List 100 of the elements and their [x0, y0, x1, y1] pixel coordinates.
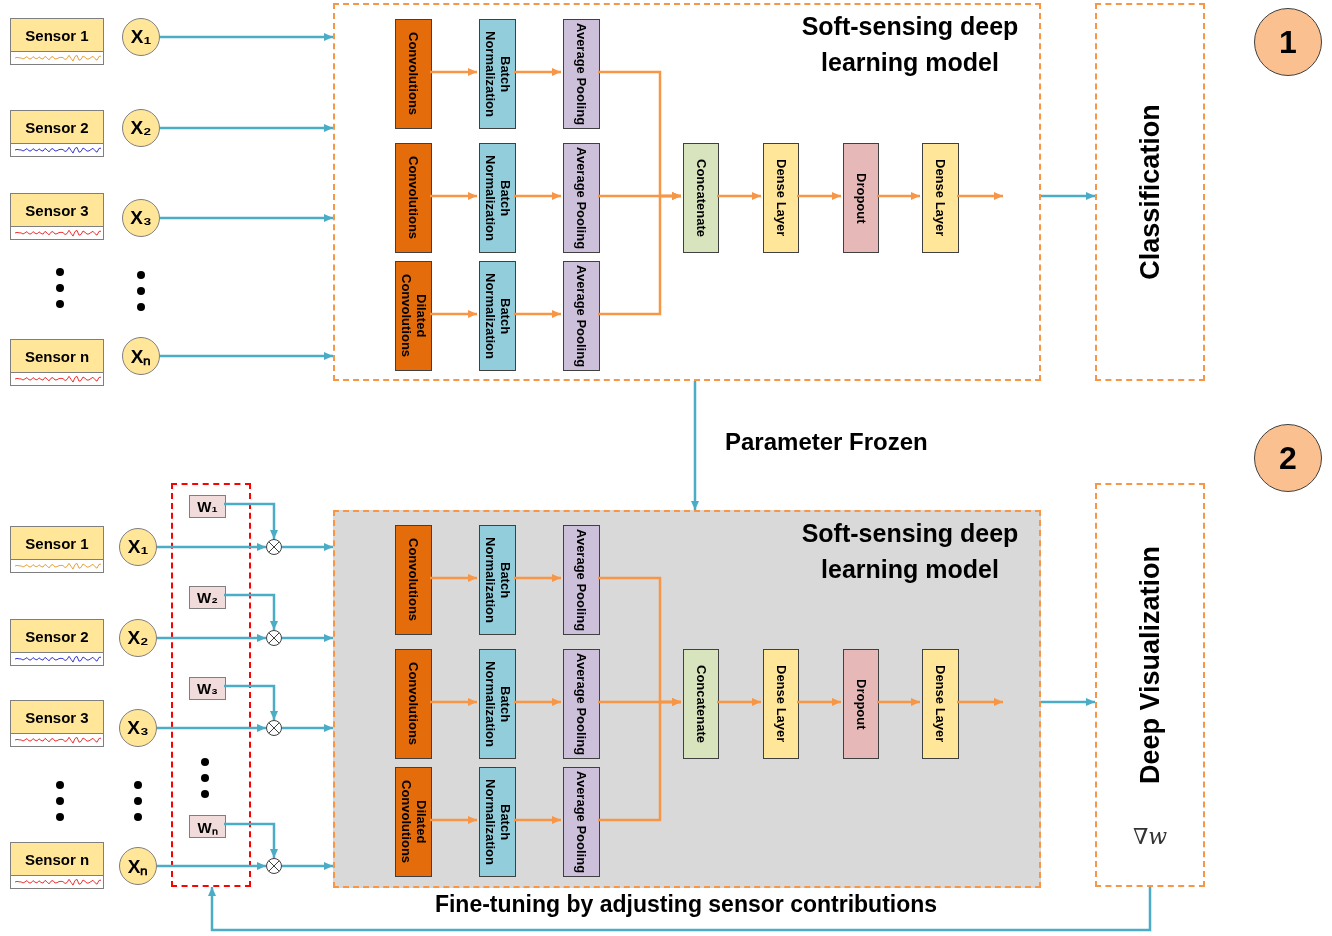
arrow [208, 887, 1152, 932]
arrow [157, 634, 266, 642]
layer-box: Batch Normalization [479, 261, 516, 371]
input-circle: Xₙ [119, 847, 157, 885]
weight-box: W₃ [189, 677, 226, 700]
arrow [282, 634, 333, 642]
layer-box: Batch Normalization [479, 649, 516, 759]
arrow [157, 724, 266, 732]
multiply-symbol [266, 720, 282, 736]
output-box [1095, 483, 1205, 887]
arrow [224, 593, 278, 630]
sensor-card [10, 110, 104, 157]
layer-box: Batch Normalization [479, 143, 516, 253]
layer-box: Average Pooling [563, 19, 600, 129]
multiply-symbol [266, 539, 282, 555]
input-circle: X₃ [122, 199, 160, 237]
arrow [160, 33, 333, 41]
output-box [1095, 3, 1205, 381]
sensor-label: Sensor n [23, 348, 91, 365]
formula-text: ∇w [1131, 824, 1169, 849]
sensor-label: Sensor n [23, 851, 91, 868]
arrow [514, 816, 561, 824]
layer-box: Dropout [843, 143, 879, 253]
sensor-card [10, 619, 104, 666]
step-number-circle: 2 [1254, 424, 1322, 492]
output-title: Deep Visualization [1134, 545, 1166, 785]
arrow [224, 822, 278, 858]
sensor-card [10, 193, 104, 240]
arrow [1041, 192, 1095, 200]
layer-box: Average Pooling [563, 143, 600, 253]
sensor-label: Sensor 2 [24, 119, 90, 136]
sensor-card [10, 842, 104, 889]
layer-box: Convolutions [395, 19, 432, 129]
arrow [282, 543, 333, 551]
arrow [514, 192, 561, 200]
sensor-label: Sensor 1 [24, 27, 90, 44]
arrow [1041, 698, 1095, 706]
layer-box: Dilated Convolutions [395, 261, 432, 371]
weight-box: W₂ [189, 586, 226, 609]
sensor-card [10, 526, 104, 573]
model-group-frame [333, 510, 1041, 888]
arrow [717, 698, 761, 706]
layer-box: Dense Layer [763, 143, 799, 253]
arrow [514, 698, 561, 706]
arrow [157, 543, 266, 551]
arrow [282, 862, 333, 870]
layer-box: Concatenate [683, 143, 719, 253]
arrow [224, 502, 278, 539]
layer-box: Batch Normalization [479, 767, 516, 877]
arrow [514, 574, 561, 582]
layer-box: Convolutions [395, 143, 432, 253]
sensor-label: Sensor 2 [24, 628, 90, 645]
layer-box: Average Pooling [563, 767, 600, 877]
arrow [877, 192, 920, 200]
arrow [717, 192, 761, 200]
arrow [160, 214, 333, 222]
weight-box: W₁ [189, 495, 226, 518]
group-title: Soft-sensing deep learning model [800, 518, 1020, 585]
input-circle: X₃ [119, 709, 157, 747]
input-circle: X₁ [122, 18, 160, 56]
layer-box: Convolutions [395, 525, 432, 635]
layer-box: Batch Normalization [479, 19, 516, 129]
layer-box: Dense Layer [763, 649, 799, 759]
layer-box: Average Pooling [563, 649, 600, 759]
step-number-circle: 1 [1254, 8, 1322, 76]
layer-box: Dense Layer [922, 649, 959, 759]
arrow [957, 192, 1003, 200]
arrow [797, 192, 841, 200]
arrow [430, 574, 477, 582]
arrow [160, 352, 333, 360]
arrow [877, 698, 920, 706]
dashed-group-frame [171, 483, 251, 887]
arrow [514, 310, 561, 318]
arrow [430, 68, 477, 76]
layer-box: Concatenate [683, 649, 719, 759]
arrow [598, 698, 681, 822]
arrow [797, 698, 841, 706]
input-circle: X₂ [122, 109, 160, 147]
input-circle: X₁ [119, 528, 157, 566]
arrow [157, 862, 266, 870]
sensor-label: Sensor 1 [24, 535, 90, 552]
arrow [430, 192, 477, 200]
group-title: Soft-sensing deep learning model [800, 11, 1020, 78]
sensor-card [10, 700, 104, 747]
multiply-symbol [266, 858, 282, 874]
input-circle: X₂ [119, 619, 157, 657]
layer-box: Dropout [843, 649, 879, 759]
layer-box: Average Pooling [563, 525, 600, 635]
sensor-label: Sensor 3 [24, 202, 90, 219]
arrow [282, 724, 333, 732]
layer-box: Dilated Convolutions [395, 767, 432, 877]
multiply-symbol [266, 630, 282, 646]
arrow [691, 381, 699, 510]
arrow [957, 698, 1003, 706]
sensor-label: Sensor 3 [24, 709, 90, 726]
output-title: Classification [1134, 104, 1166, 280]
arrow [160, 124, 333, 132]
arrow [430, 310, 477, 318]
sensor-card [10, 18, 104, 65]
sensor-card [10, 339, 104, 386]
